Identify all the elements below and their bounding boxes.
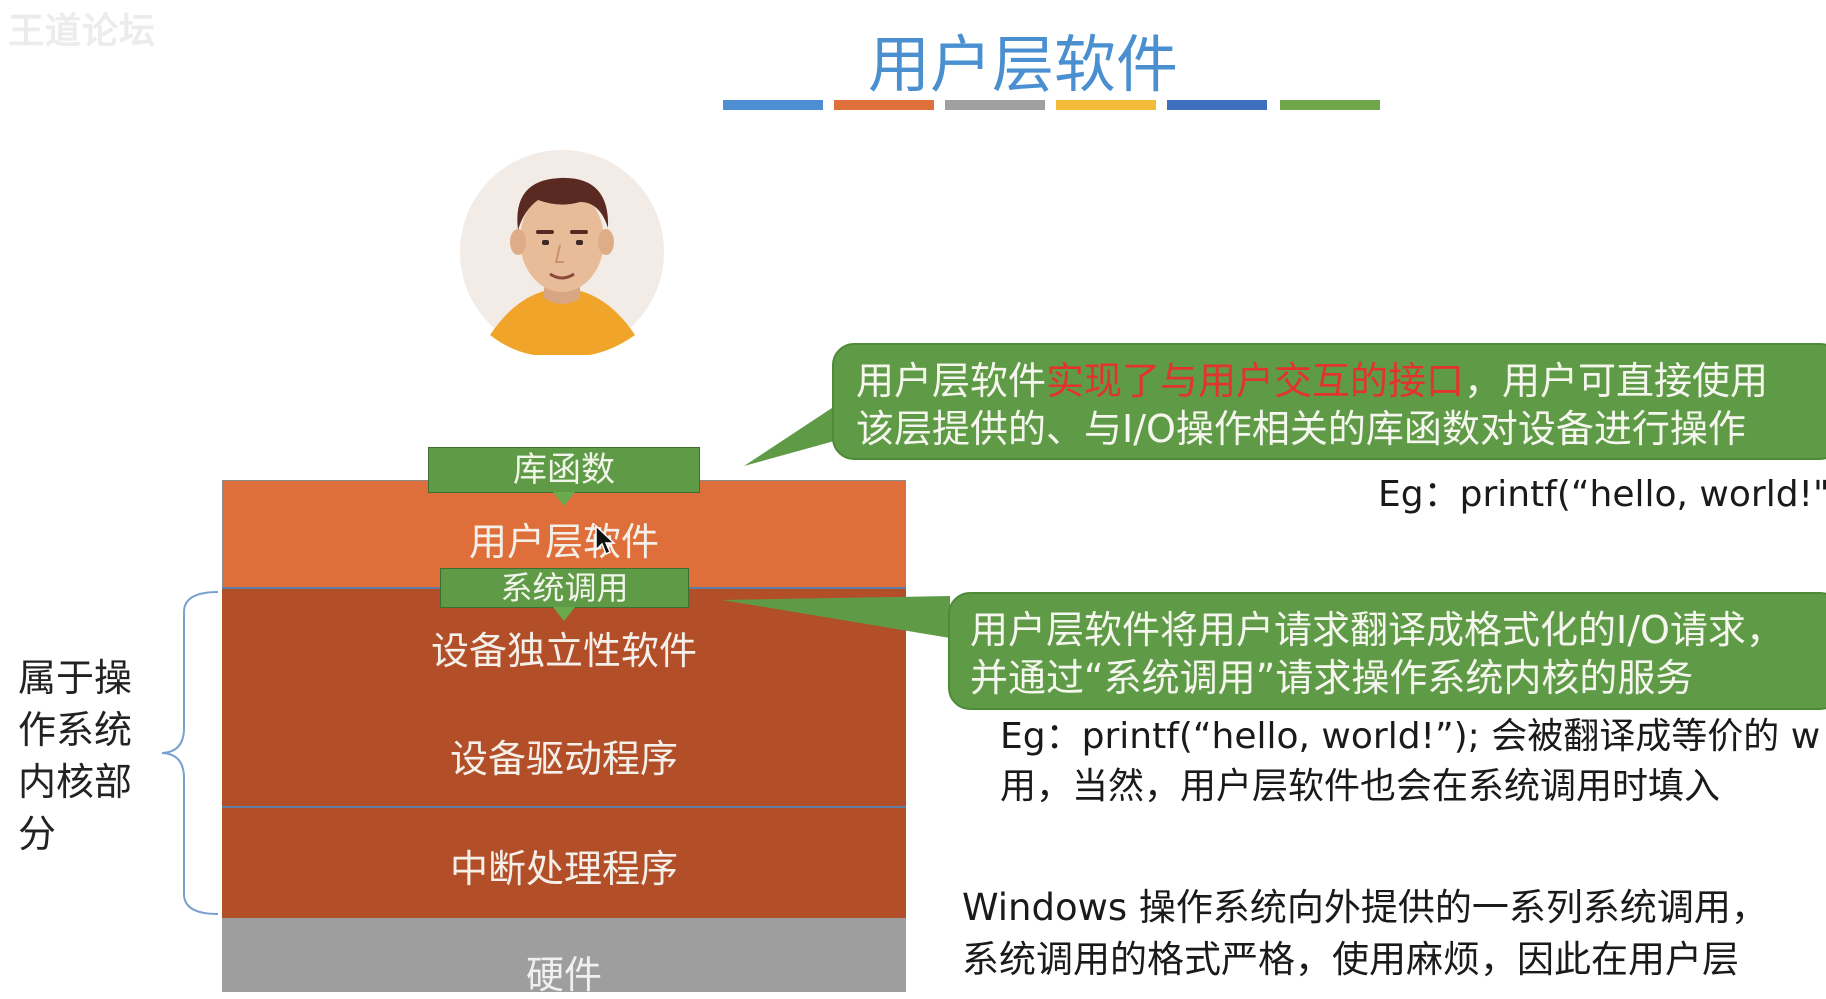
title-bar-segment [1056, 100, 1156, 110]
windows-note-line1: Windows 操作系统向外提供的一系列系统调用， [962, 886, 1768, 929]
callout-system-call-line1: 用户层软件将用户请求翻译成格式化的I/O请求， [970, 608, 1784, 652]
title-bar-segment [723, 100, 823, 110]
page-title: 用户层软件 [867, 28, 1178, 101]
title-bar-segment [834, 100, 934, 110]
example-translation-line2: 用，当然，用户层软件也会在系统调用时填入 [1000, 766, 1721, 807]
arrow-down-icon [553, 492, 575, 506]
example-translation-line1: Eg：printf(“hello, world!”); 会被翻译成等价的 w [1000, 716, 1821, 757]
windows-note: Windows 操作系统向外提供的一系列系统调用， 系统调用的格式严格，使用麻烦… [962, 882, 1768, 986]
callout-user-interface: 用户层软件实现了与用户交互的接口，用户可直接使用 该层提供的、与I/O操作相关的… [832, 343, 1826, 460]
kernel-bracket [161, 591, 219, 915]
example-translation: Eg：printf(“hello, world!”); 会被翻译成等价的 w 用… [1000, 712, 1820, 812]
example-printf: Eg：printf(“hello, world!"); [1378, 474, 1826, 515]
callout-pointer [744, 404, 838, 466]
layer-user-software: 用户层软件 [222, 480, 906, 588]
callout-user-interface-line2: 该层提供的、与I/O操作相关的库函数对设备进行操作 [856, 407, 1746, 451]
layer-interrupt-handler: 中断处理程序 [222, 808, 906, 918]
title-bar-segment [1167, 100, 1267, 110]
callout-user-interface-line1: 用户层软件实现了与用户交互的接口，用户可直接使用 [856, 359, 1769, 403]
arrow-down-icon [553, 607, 575, 621]
title-bar-segment [945, 100, 1045, 110]
layer-device-independent-label: 设备独立性软件 [430, 629, 697, 673]
mouse-cursor-icon [595, 524, 616, 556]
callout-system-call-line2: 并通过“系统调用”请求操作系统内核的服务 [970, 656, 1694, 700]
callout-pointer [722, 596, 950, 638]
layer-hardware-label: 硬件 [525, 953, 602, 997]
user-avatar [460, 150, 664, 355]
layer-hardware: 硬件 [222, 918, 906, 997]
kernel-bracket-label: 属于操作系统内核部分 [18, 656, 133, 856]
library-function-tag: 库函数 [428, 447, 700, 493]
layer-user-software-label: 用户层软件 [468, 520, 659, 564]
layer-device-driver-label: 设备驱动程序 [449, 737, 678, 781]
windows-note-line2: 系统调用的格式严格，使用麻烦，因此在用户层 [962, 938, 1739, 981]
layer-interrupt-handler-label: 中断处理程序 [449, 847, 678, 891]
title-bar-segment [1280, 100, 1380, 110]
watermark: 王道论坛 [8, 11, 157, 52]
callout-system-call: 用户层软件将用户请求翻译成格式化的I/O请求， 并通过“系统调用”请求操作系统内… [948, 592, 1826, 710]
system-call-tag: 系统调用 [440, 568, 689, 608]
layer-device-driver: 设备驱动程序 [222, 696, 906, 808]
